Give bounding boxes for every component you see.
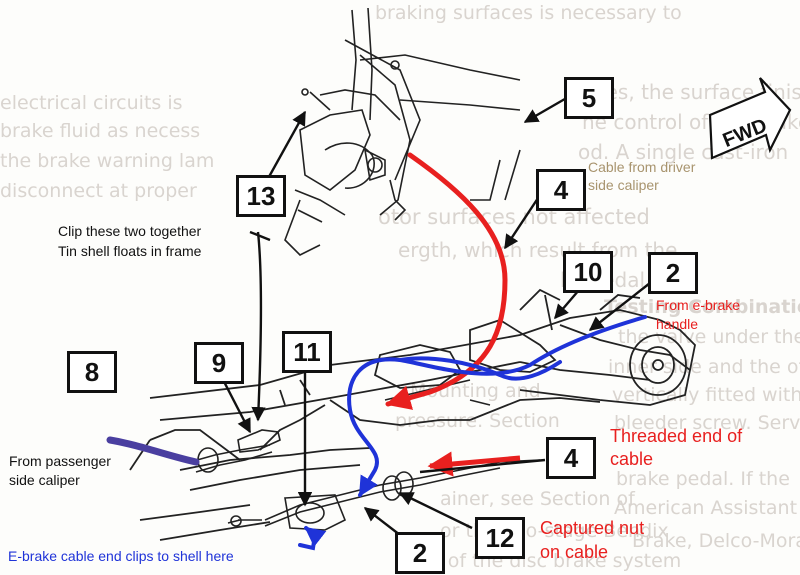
bg-text-line: Brake, Delco-Moraine <box>632 530 800 552</box>
note-from-ebrake-handle: From e-brake handle <box>656 297 741 332</box>
bg-text-line: otor surfaces not affected <box>378 205 650 229</box>
callout-2-bottom: 2 <box>395 532 445 574</box>
bg-text-line: ergth, which result from the <box>398 238 678 262</box>
callout-5: 5 <box>564 77 614 119</box>
bg-text-line: pressure. Section <box>395 410 560 432</box>
bg-text-line: ainer, see Section of <box>440 488 635 510</box>
bg-text-line: American Assistant <box>614 497 798 519</box>
bg-text-line: the brake warning lam <box>0 150 215 172</box>
callout-10: 10 <box>563 251 613 293</box>
bg-text-line: Testing Combination Va <box>604 296 800 318</box>
purple-cable-passenger-side <box>106 436 200 466</box>
blue-arrow-clip-shell <box>298 526 327 551</box>
note-captured-nut: Captured nut on cable <box>540 518 645 562</box>
note-ebrake-clip-shell: E-brake cable end clips to shell here <box>8 548 234 564</box>
bg-text-line: braking surfaces is necessary to <box>375 2 682 24</box>
fwd-arrow: FWD <box>708 77 792 160</box>
bg-text-line: electrical circuits is <box>0 92 183 114</box>
callout-13: 13 <box>236 175 286 217</box>
bg-text-line: od. A single cast-iron <box>578 140 789 164</box>
note-cable-driver-side: Cable from driver side caliper <box>588 159 696 193</box>
callout-4-bottom: 4 <box>546 437 596 479</box>
callout-11: 11 <box>282 331 332 373</box>
note-clip-together: Clip these two together <box>58 223 202 239</box>
note-from-passenger-caliper: From passenger side caliper <box>9 453 111 488</box>
blue-cable-ebrake-branch <box>398 356 562 381</box>
leader-lines <box>216 94 651 536</box>
callout-12: 12 <box>475 517 525 559</box>
callout-2-right: 2 <box>648 252 698 294</box>
red-arrow-threaded-end <box>427 451 521 477</box>
bg-text-line: vertically fitted with a <box>612 384 800 406</box>
note-tin-shell: Tin shell floats in frame <box>58 243 202 259</box>
bg-text-line: the valve under the ho <box>618 326 800 348</box>
callout-8: 8 <box>67 351 117 393</box>
callout-4-top: 4 <box>536 169 586 211</box>
note-threaded-end: Threaded end of cable <box>610 426 743 469</box>
bg-text-line: brake fluid as necess <box>0 120 201 142</box>
pedal-assembly <box>284 7 521 256</box>
bg-text-line: disconnect at proper <box>0 180 197 202</box>
bg-text-line: inner side and the other <box>608 356 800 378</box>
frame-crossmember <box>129 288 696 541</box>
bg-text-line: bleeder screw. Services <box>614 412 800 434</box>
callout-9: 9 <box>194 342 244 384</box>
bg-text-line: brake pedal. If the <box>616 468 790 490</box>
